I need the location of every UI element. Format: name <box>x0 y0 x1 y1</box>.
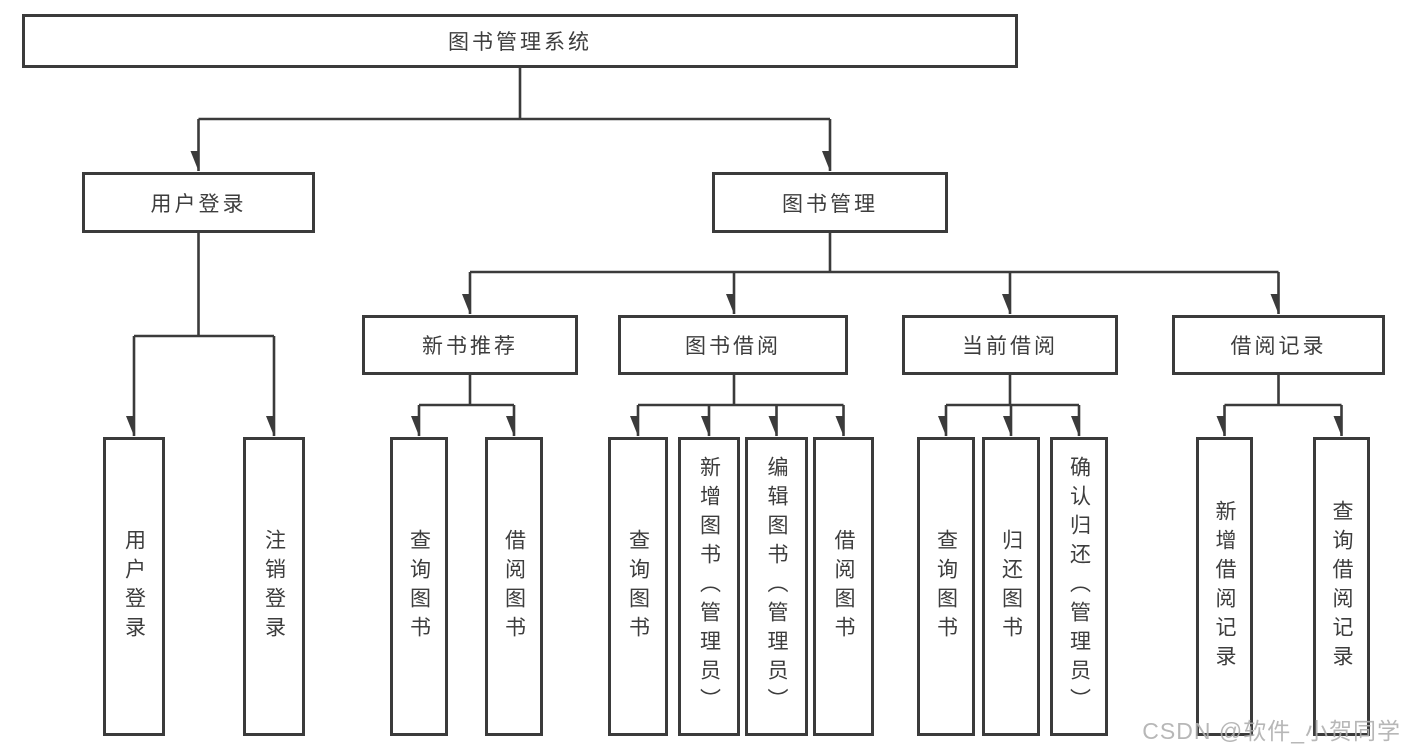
leaf-borrow-books-recommend: 借阅图书 <box>485 437 543 736</box>
leaf-confirm-return-admin-label: 确认归还（管理员） <box>1067 456 1091 717</box>
leaf-logout-label: 注销登录 <box>262 528 286 645</box>
leaf-add-borrow-record-label: 新增借阅记录 <box>1213 499 1236 674</box>
leaf-query-books-current: 查询图书 <box>917 437 975 736</box>
leaf-add-books-admin-label: 新增图书（管理员） <box>697 456 721 717</box>
node-borrowing-records: 借阅记录 <box>1172 315 1385 375</box>
leaf-user-login: 用户登录 <box>103 437 165 736</box>
node-current-borrowing: 当前借阅 <box>902 315 1118 375</box>
leaf-query-borrow-record-label: 查询借阅记录 <box>1330 499 1353 674</box>
node-user-login: 用户登录 <box>82 172 315 233</box>
leaf-borrow-books-borrowing-label: 借阅图书 <box>832 528 855 645</box>
connector-rails <box>134 68 1342 407</box>
node-book-borrowing: 图书借阅 <box>618 315 848 375</box>
leaf-user-login-label: 用户登录 <box>122 528 146 645</box>
leaf-query-books-borrowing-label: 查询图书 <box>626 528 650 645</box>
leaf-query-books-recommend-label: 查询图书 <box>407 528 431 645</box>
leaf-query-borrow-record: 查询借阅记录 <box>1313 437 1370 736</box>
node-book-management: 图书管理 <box>712 172 948 233</box>
leaf-edit-books-admin: 编辑图书（管理员） <box>745 437 808 736</box>
leaf-query-books-recommend: 查询图书 <box>390 437 448 736</box>
leaf-borrow-books-recommend-label: 借阅图书 <box>502 528 526 645</box>
leaf-confirm-return-admin: 确认归还（管理员） <box>1050 437 1108 736</box>
leaf-query-books-borrowing: 查询图书 <box>608 437 668 736</box>
leaf-logout: 注销登录 <box>243 437 305 736</box>
node-new-book-recommendation: 新书推荐 <box>362 315 578 375</box>
leaf-add-borrow-record: 新增借阅记录 <box>1196 437 1253 736</box>
leaf-borrow-books-borrowing: 借阅图书 <box>813 437 874 736</box>
leaf-add-books-admin: 新增图书（管理员） <box>678 437 740 736</box>
leaf-return-books-label: 归还图书 <box>999 528 1023 645</box>
node-library-management-system: 图书管理系统 <box>22 14 1018 68</box>
leaf-return-books: 归还图书 <box>982 437 1040 736</box>
leaf-query-books-current-label: 查询图书 <box>934 528 958 645</box>
watermark: CSDN @软件_小贺同学 <box>1142 718 1401 744</box>
leaf-edit-books-admin-label: 编辑图书（管理员） <box>765 456 788 717</box>
connector-arrows <box>134 119 1343 436</box>
